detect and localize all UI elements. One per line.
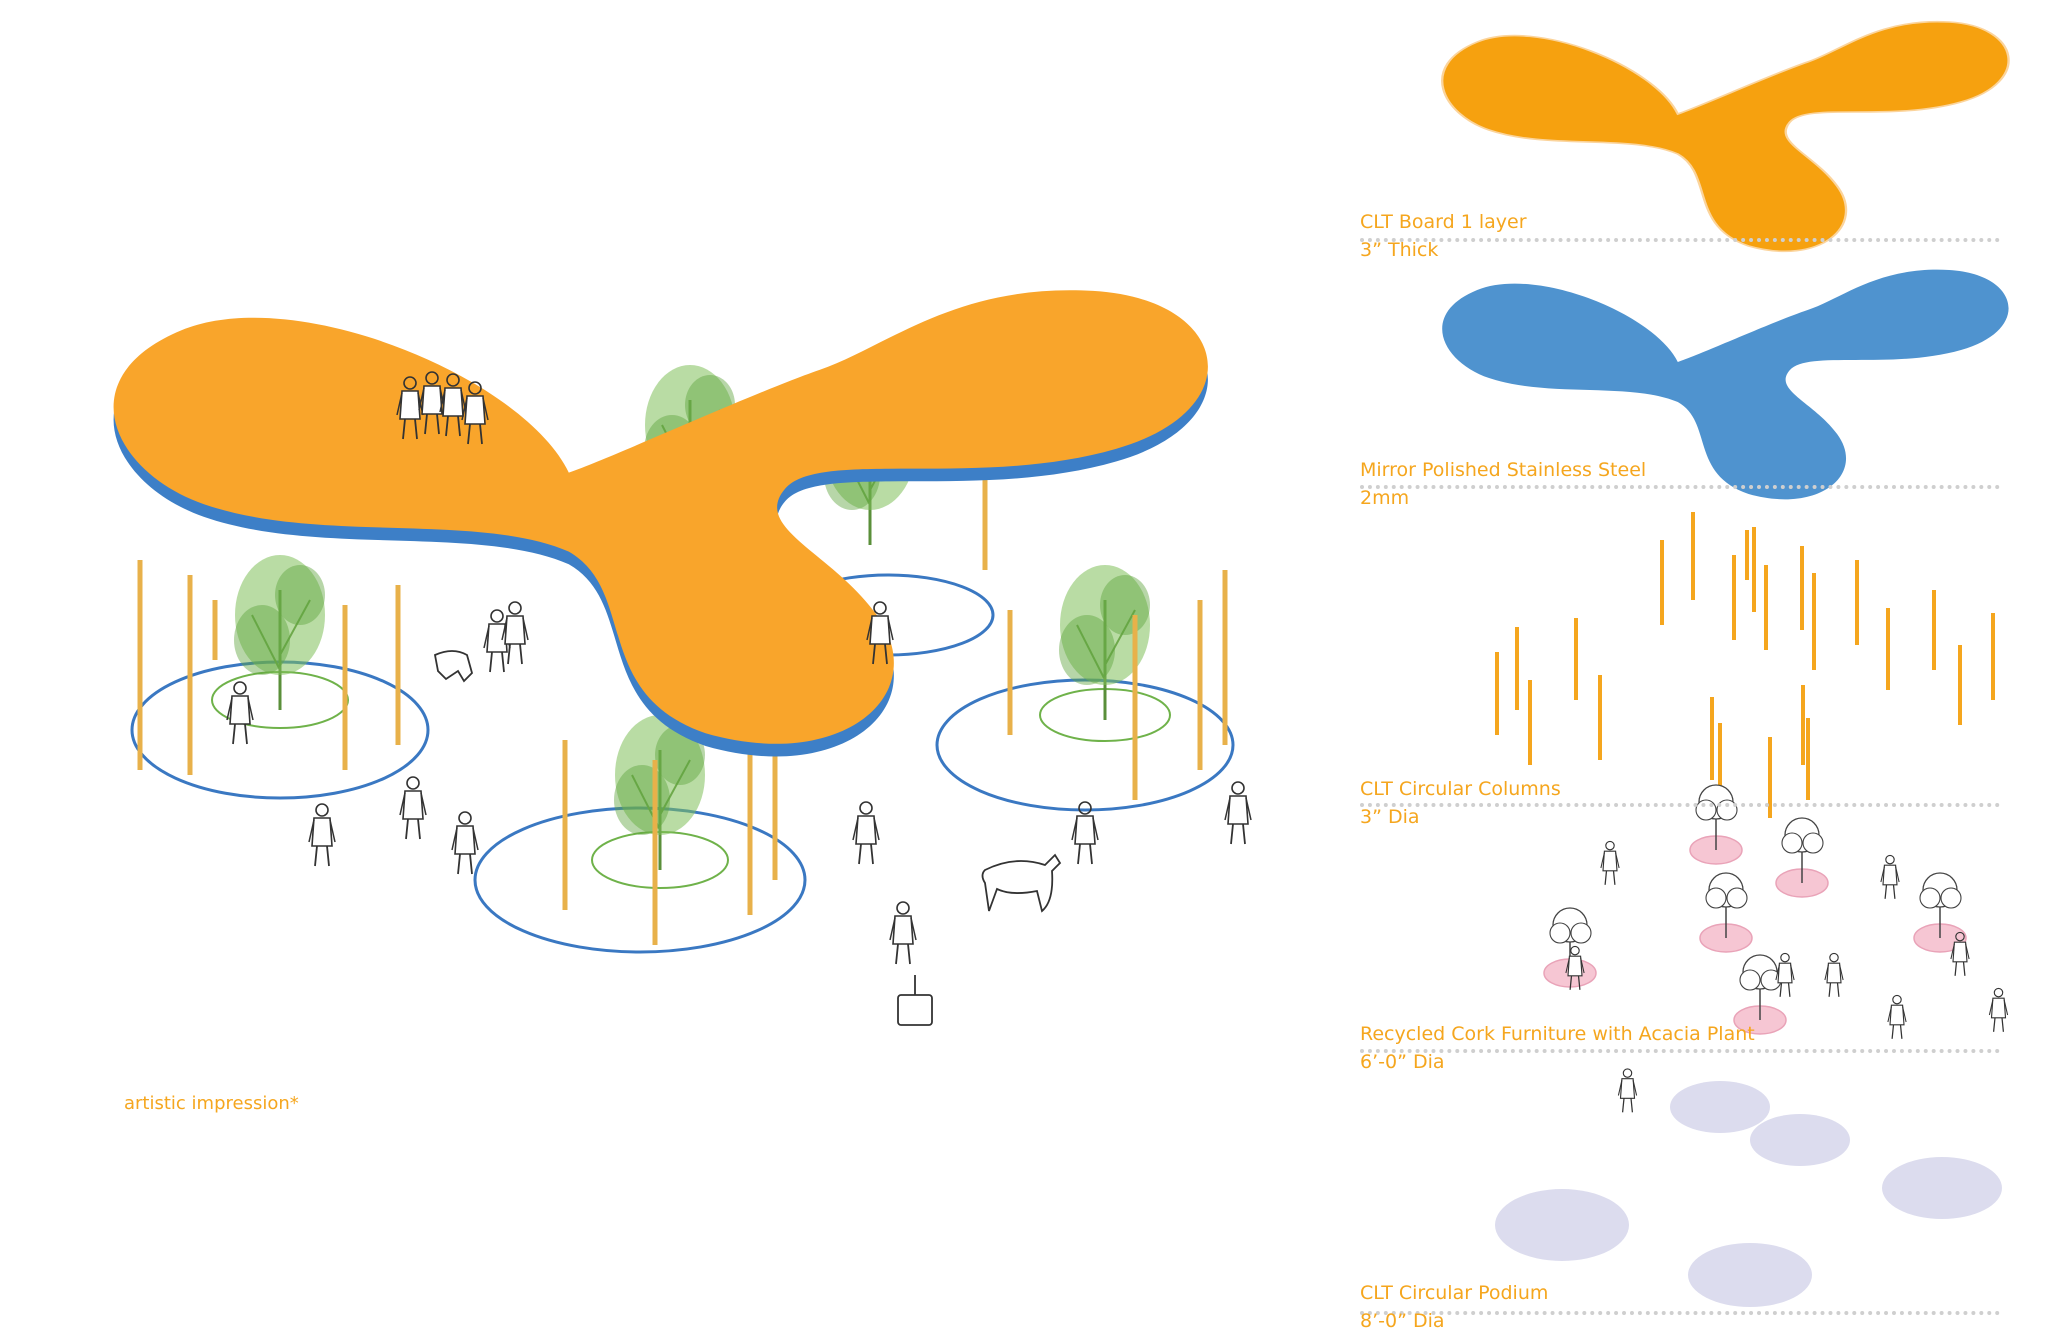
layer-name: Mirror Polished Stainless Steel [1360,459,1647,481]
label-clt-board: CLT Board 1 layer 3” Thick [1360,208,1527,264]
layer-columns [1495,512,1995,818]
label-cork-furniture: Recycled Cork Furniture with Acacia Plan… [1360,1020,1755,1076]
artistic-impression [113,290,1252,1026]
layer-name: CLT Board 1 layer [1360,211,1527,233]
separator-1 [1360,238,2000,242]
label-stainless-steel: Mirror Polished Stainless Steel 2mm [1360,456,1646,512]
separator-3 [1360,803,2000,807]
caption-artistic-impression: artistic impression* [124,1093,299,1114]
layer-spec: 6’-0” Dia [1360,1051,1445,1073]
exploded-layers [1441,20,2010,1307]
layer-clt-board [1441,20,2010,253]
layer-spec: 2mm [1360,487,1410,509]
suitcase-icon [897,975,933,1026]
separator-5 [1360,1311,2000,1315]
layer-name: Recycled Cork Furniture with Acacia Plan… [1360,1023,1755,1045]
layer-name: CLT Circular Columns [1360,778,1561,800]
separator-4 [1360,1049,2000,1053]
label-podium: CLT Circular Podium 8’-0” Dia [1360,1279,1548,1335]
label-columns: CLT Circular Columns 3” Dia [1360,775,1561,831]
layer-cork-furniture [1543,784,2009,1113]
pavilion-roof [113,290,1208,757]
layer-spec: 8’-0” Dia [1360,1310,1445,1332]
layer-podium [1495,1081,2002,1307]
layer-name: CLT Circular Podium [1360,1282,1549,1304]
separator-2 [1360,485,2000,489]
dogs [433,650,1062,913]
layer-spec: 3” Thick [1360,239,1439,261]
layer-spec: 3” Dia [1360,806,1420,828]
